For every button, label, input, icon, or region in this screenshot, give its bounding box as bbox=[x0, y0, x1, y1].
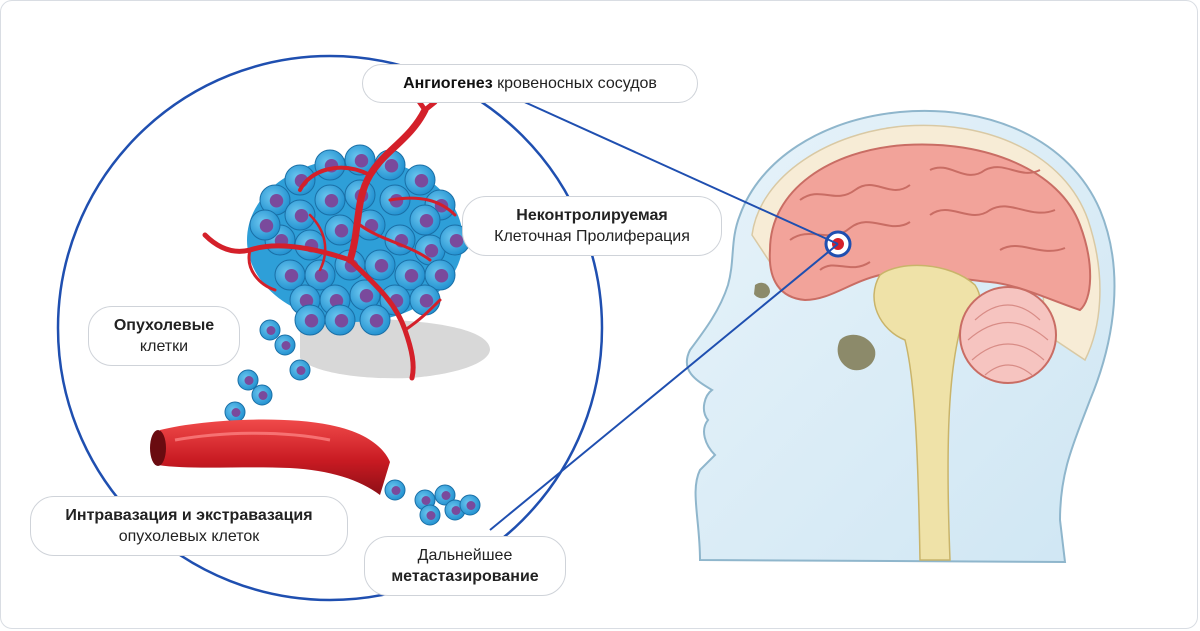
tumor-cell bbox=[359, 304, 391, 336]
zoom-circle bbox=[56, 54, 604, 602]
free-tumor-cell bbox=[419, 504, 441, 526]
tumor-mass bbox=[247, 144, 471, 336]
tumor-line2: клетки bbox=[139, 338, 189, 355]
vessel-network bbox=[202, 97, 457, 381]
free-tumor-cell bbox=[289, 359, 311, 381]
free-tumor-cell bbox=[259, 319, 281, 341]
meta-line1: Дальнейшее bbox=[417, 547, 513, 564]
tumor-line1: Опухолевые bbox=[113, 317, 215, 334]
tumor-cell bbox=[259, 184, 291, 216]
sinus bbox=[837, 334, 876, 371]
tumor-cell bbox=[314, 184, 346, 216]
prolif-line2: Клеточная Пролиферация bbox=[494, 228, 690, 245]
angio-bold: Ангиогенез bbox=[403, 75, 493, 92]
head-illustration bbox=[685, 110, 1116, 564]
label-tumor-cells: Опухолевые клетки bbox=[88, 306, 240, 366]
tumor-shadow bbox=[300, 318, 490, 379]
meta-line2: метастазирование bbox=[391, 568, 539, 585]
tumor-cell bbox=[404, 164, 436, 196]
label-intravasation: Интравазация и экстравазация опухолевых … bbox=[30, 496, 348, 556]
blood-vessel bbox=[150, 419, 390, 495]
tumor-cell bbox=[409, 204, 441, 236]
cerebrum bbox=[768, 143, 1092, 312]
cerebellum bbox=[959, 286, 1057, 384]
free-tumor-cell bbox=[274, 334, 296, 356]
angio-rest: кровеносных сосудов bbox=[497, 75, 657, 92]
gyri bbox=[789, 166, 1066, 271]
free-tumor-cell bbox=[224, 401, 246, 423]
label-metastasis: Дальнейшее метастазирование bbox=[364, 536, 566, 596]
tumor-cell bbox=[349, 279, 381, 311]
tumor-cell bbox=[324, 304, 356, 336]
free-tumor-cell bbox=[237, 369, 259, 391]
sinus-2 bbox=[754, 282, 770, 299]
tumor-cell bbox=[409, 284, 441, 316]
free-tumor-cell bbox=[434, 484, 456, 506]
free-tumor-cell bbox=[384, 479, 406, 501]
label-proliferation: Неконтролируемая Клеточная Пролиферация bbox=[462, 196, 722, 256]
tumor-cell bbox=[294, 304, 326, 336]
intra-line1: Интравазация и экстравазация bbox=[65, 507, 313, 524]
tumor-cell bbox=[304, 259, 336, 291]
connector-bottom bbox=[489, 243, 839, 531]
tumor-cell bbox=[364, 249, 396, 281]
tumor-cell bbox=[324, 214, 356, 246]
prolif-line1: Неконтролируемая bbox=[516, 207, 668, 224]
free-tumor-cell bbox=[251, 384, 273, 406]
tumor-cell bbox=[284, 199, 316, 231]
cerebellum-folia bbox=[967, 304, 1049, 376]
label-angiogenesis: Ангиогенез кровеносных сосудов bbox=[362, 64, 698, 103]
tumor-cell bbox=[314, 149, 346, 181]
tumor-cell bbox=[249, 209, 281, 241]
connector-top bbox=[519, 99, 839, 245]
tumor-cell bbox=[274, 259, 306, 291]
brainstem bbox=[873, 264, 981, 561]
tumor-cell bbox=[424, 259, 456, 291]
free-tumor-cell bbox=[459, 494, 481, 516]
intra-line2: опухолевых клеток bbox=[118, 528, 260, 545]
